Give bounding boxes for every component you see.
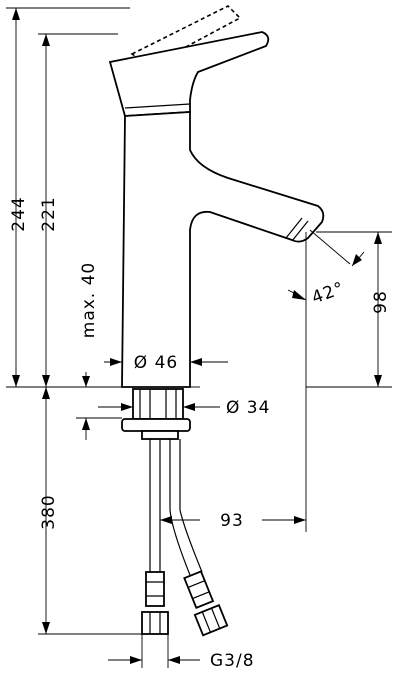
supply-hoses [141, 439, 229, 637]
label-244: 244 [9, 196, 29, 231]
label-380: 380 [39, 494, 59, 529]
faucet-body [108, 5, 325, 388]
label-max-40: max. 40 [79, 262, 99, 338]
label-93: 93 [220, 511, 244, 531]
label-221: 221 [39, 196, 59, 231]
dimension-lines [6, 7, 392, 668]
label-98: 98 [371, 290, 391, 314]
label-g3-8: G3/8 [210, 651, 255, 671]
label-42-degrees: 42° [309, 278, 347, 308]
label-diameter-34: Ø 34 [226, 398, 270, 418]
label-diameter-46: Ø 46 [134, 353, 178, 373]
mounting-assembly [121, 388, 191, 440]
